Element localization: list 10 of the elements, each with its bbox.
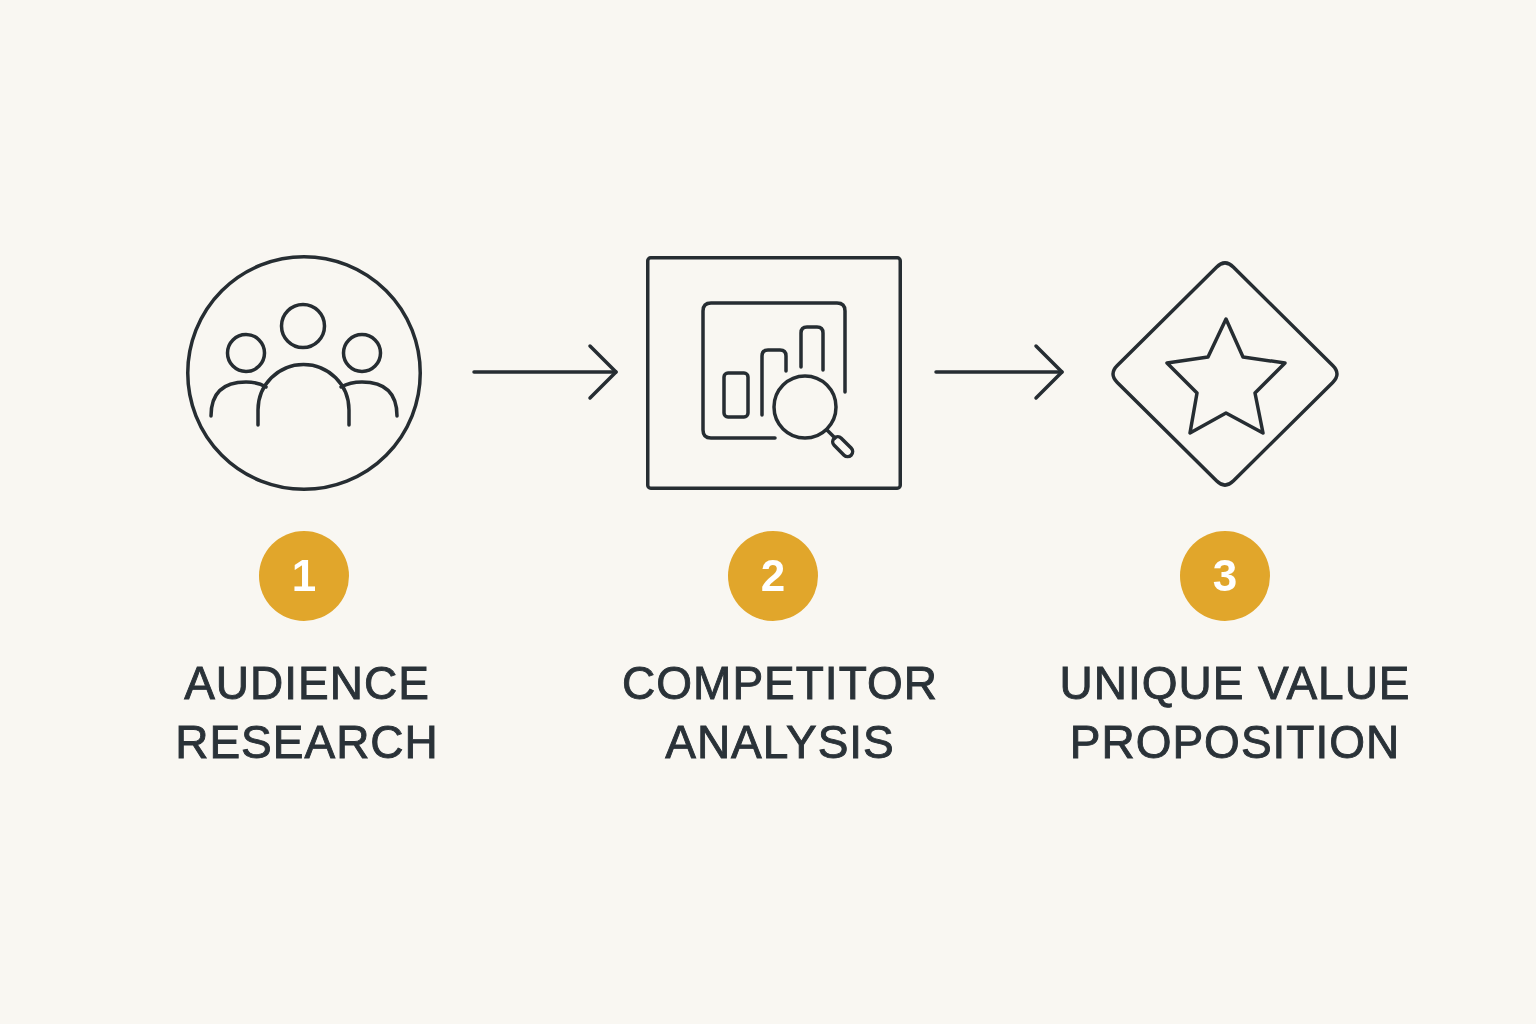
circle-frame [186, 255, 422, 491]
arrow [472, 344, 618, 400]
step-number-badge: 2 [728, 531, 818, 621]
arrow [934, 344, 1064, 400]
step-number-badge: 3 [1180, 531, 1270, 621]
step-number-badge: 1 [259, 531, 349, 621]
step-title: COMPETITOR ANALYSIS [622, 657, 938, 768]
step-title: AUDIENCE RESEARCH [175, 657, 439, 768]
square-frame [646, 256, 902, 490]
step-title: UNIQUE VALUE PROPOSITION [1059, 657, 1411, 768]
